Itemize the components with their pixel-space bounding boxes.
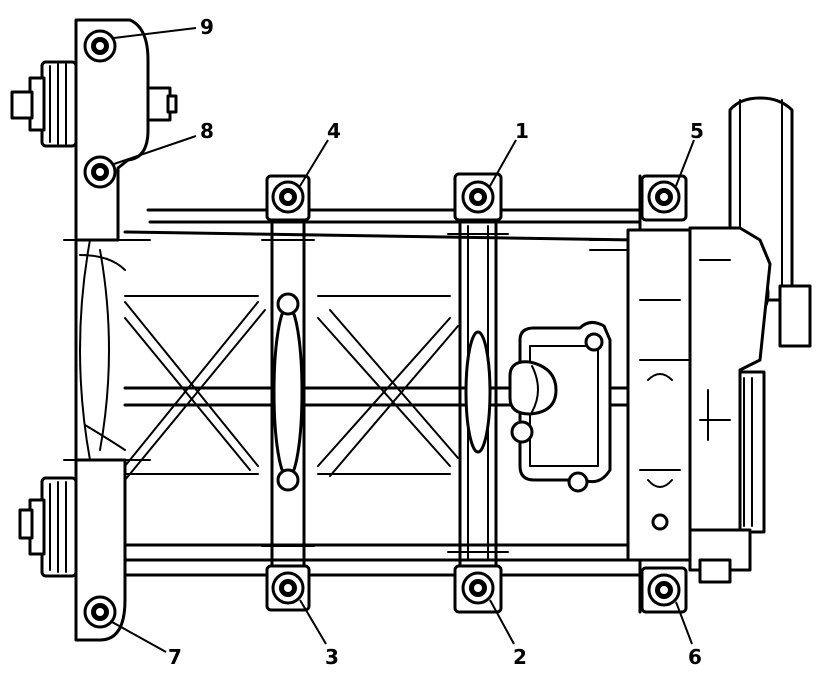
callout-leaders [111, 27, 695, 653]
bolt-8[interactable] [83, 155, 117, 189]
callout-6: 6 [688, 645, 702, 669]
bolt-6[interactable] [647, 573, 681, 607]
bolt-1[interactable] [461, 180, 495, 214]
callout-9: 9 [200, 15, 214, 39]
bolt-9[interactable] [83, 29, 117, 63]
callout-1: 1 [515, 119, 529, 143]
callout-4: 4 [327, 119, 341, 143]
callout-7: 7 [168, 645, 182, 669]
callout-8: 8 [200, 119, 214, 143]
coolant-outlet-pipe [651, 96, 812, 584]
callout-2: 2 [513, 645, 527, 669]
bolt-5[interactable] [647, 180, 681, 214]
bolt-4[interactable] [271, 180, 305, 214]
callout-5: 5 [690, 119, 704, 143]
bolt-2[interactable] [461, 571, 495, 605]
manifold-body [123, 208, 642, 577]
callout-3: 3 [325, 645, 339, 669]
bolt-3[interactable] [271, 571, 305, 605]
lower-pulley [18, 476, 78, 578]
upper-pulley [10, 60, 178, 148]
bolt-7[interactable] [83, 595, 117, 629]
plenum-cover [508, 321, 612, 493]
